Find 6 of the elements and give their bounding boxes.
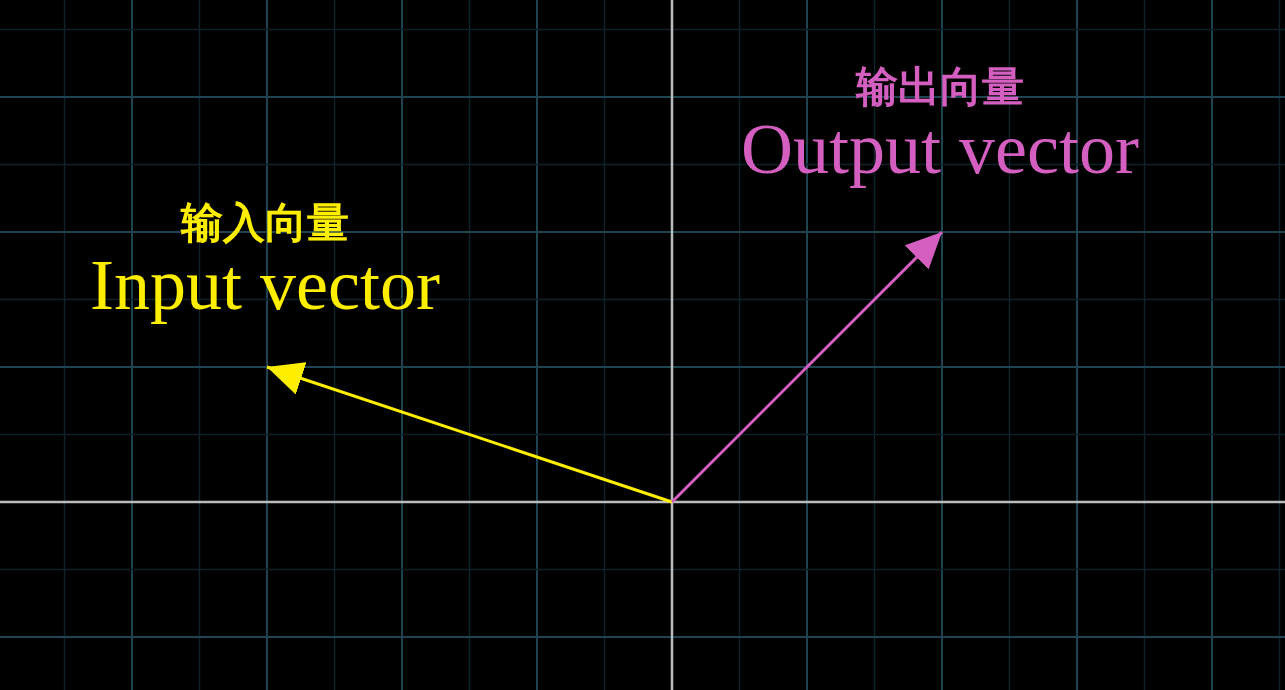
heading-text: 输出向量 [856, 62, 1024, 113]
vector-arrow [670, 230, 944, 504]
heading-text: 输入向量 [181, 198, 349, 249]
vector-label: Input vector [90, 248, 440, 324]
vector-arrow [266, 362, 673, 504]
vector-label: Output vector [741, 112, 1139, 188]
